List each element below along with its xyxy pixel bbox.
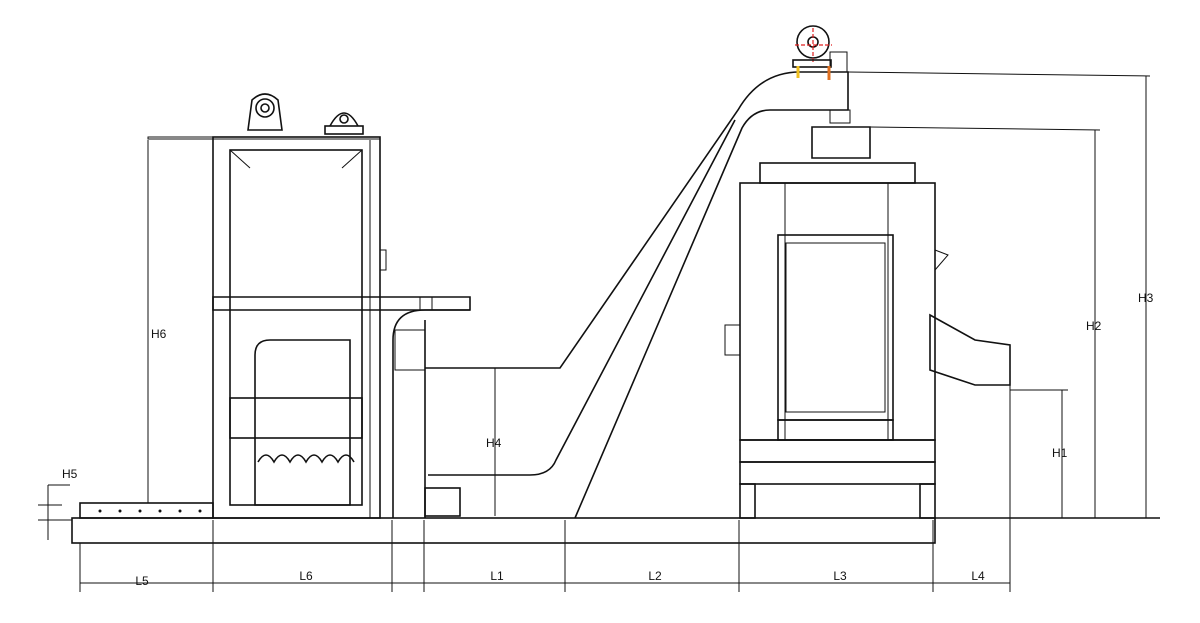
drive-motor-icon (792, 25, 848, 80)
top-pulley-icon (247, 93, 283, 131)
label-L2: L2 (648, 569, 662, 583)
bearing-block-icon (324, 112, 364, 135)
floor-section (71, 517, 1160, 544)
label-L6: L6 (299, 569, 313, 583)
label-L4: L4 (971, 569, 985, 583)
label-H3: H3 (1138, 291, 1154, 305)
label-L3: L3 (833, 569, 847, 583)
conveyor-support (392, 309, 470, 518)
label-L5: L5 (135, 574, 149, 588)
label-H4: H4 (486, 436, 502, 450)
label-H1: H1 (1052, 446, 1068, 460)
label-L1: L1 (490, 569, 504, 583)
dimension-labels: L5 L6 L1 L2 L3 L4 H6 H4 H1 H2 H3 H5 (62, 291, 1154, 588)
left-lift-machine (79, 93, 471, 519)
dimension-lines (38, 71, 1151, 592)
label-H5: H5 (62, 467, 78, 481)
right-processing-machine (724, 126, 1011, 519)
label-H6: H6 (151, 327, 167, 341)
inclined-conveyor (424, 25, 851, 519)
label-H2: H2 (1086, 319, 1102, 333)
